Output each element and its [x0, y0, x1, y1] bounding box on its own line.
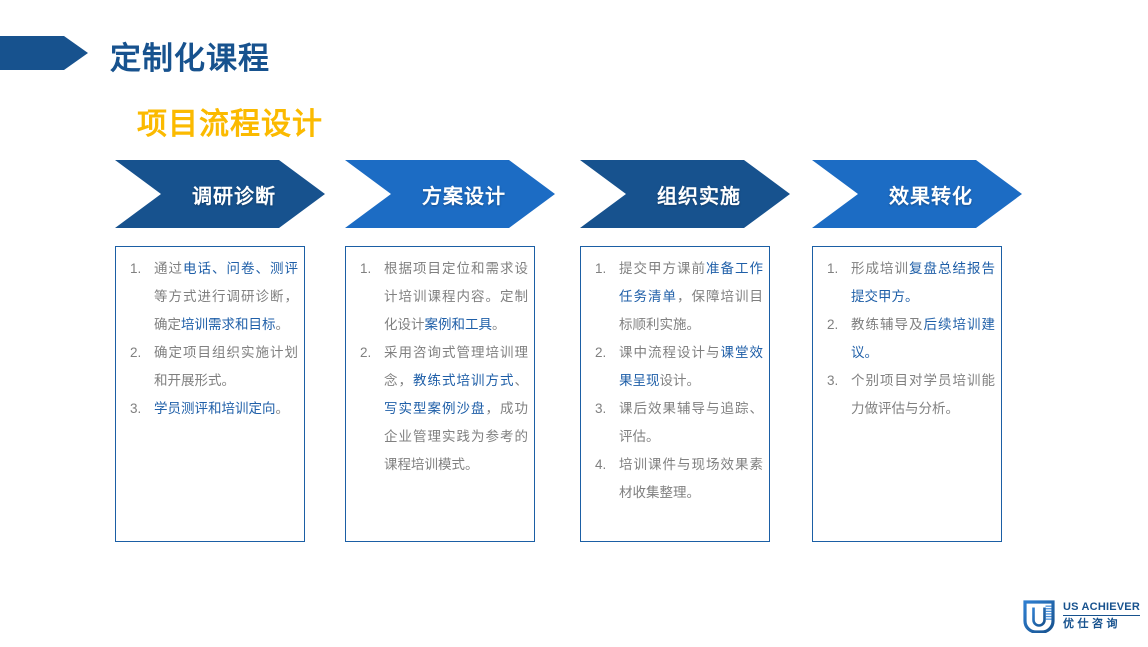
body-text: 。 [492, 317, 506, 332]
body-text: 、 [514, 373, 529, 388]
body-text: 培训课件与现场效果素材收集整理。 [619, 457, 763, 500]
list-item: 确定项目组织实施计划和开展形式。 [116, 339, 304, 395]
body-text: 课中流程设计与 [619, 345, 721, 360]
highlighted-text: 教练式培训方式 [413, 373, 515, 388]
body-text: 形成培训 [851, 261, 909, 276]
process-column-research-diagnosis: 调研诊断通过电话、问卷、测评等方式进行调研诊断，确定培训需求和目标。确定项目组织… [115, 160, 325, 542]
list-item: 根据项目定位和需求设计培训课程内容。定制化设计案例和工具。 [346, 255, 534, 339]
stage-chevron-label: 效果转化 [889, 185, 973, 208]
body-text: 。 [275, 317, 290, 332]
body-text: 根据项目定位和需求设计培训课程内容。定制化设计 [384, 261, 528, 332]
highlighted-text: 报告提交甲方。 [851, 261, 995, 304]
body-text: 课后效果辅导与追踪、评估。 [619, 401, 763, 444]
body-text: ，保障培训目标顺利实施。 [619, 289, 763, 332]
stage-item-list: 根据项目定位和需求设计培训课程内容。定制化设计案例和工具。采用咨询式管理培训理念… [346, 255, 534, 479]
list-item: 课中流程设计与课堂效果呈现设计。 [581, 339, 769, 395]
page-subtitle: 项目流程设计 [137, 108, 323, 141]
stage-chevron-solution-design[interactable]: 方案设计 [345, 160, 555, 228]
page-title: 定制化课程 [110, 41, 270, 76]
list-item: 提交甲方课前准备工作任务清单，保障培训目标顺利实施。 [581, 255, 769, 339]
list-item: 培训课件与现场效果素材收集整理。 [581, 451, 769, 507]
highlighted-text: 课堂效果呈现 [619, 345, 763, 388]
stage-chevron-research-diagnosis[interactable]: 调研诊断 [115, 160, 325, 228]
stage-item-list: 提交甲方课前准备工作任务清单，保障培训目标顺利实施。课中流程设计与课堂效果呈现设… [581, 255, 769, 507]
highlighted-text: 电话、问卷、测评 [183, 261, 298, 276]
process-column-solution-design: 方案设计根据项目定位和需求设计培训课程内容。定制化设计案例和工具。采用咨询式管理… [345, 160, 555, 542]
stage-detail-card-organization-implementation: 提交甲方课前准备工作任务清单，保障培训目标顺利实施。课中流程设计与课堂效果呈现设… [580, 246, 770, 542]
highlighted-text: 后续培训建议。 [851, 317, 995, 360]
logo-wordmark: US ACHIEVER 优仕咨询 [1063, 601, 1140, 632]
u-shield-icon [1023, 600, 1055, 633]
list-item: 教练辅导及后续培训建议。 [813, 311, 1001, 367]
highlighted-text: 准备工作任务清单 [619, 261, 763, 304]
stage-item-list: 形成培训复盘总结报告提交甲方。教练辅导及后续培训建议。个别项目对学员培训能力做评… [813, 255, 1001, 423]
body-text: 提交甲方课前 [619, 261, 706, 276]
stage-detail-card-research-diagnosis: 通过电话、问卷、测评等方式进行调研诊断，确定培训需求和目标。确定项目组织实施计划… [115, 246, 305, 542]
stage-chevron-label: 调研诊断 [192, 185, 276, 208]
header-arrow-decoration [0, 36, 88, 70]
body-text: 设计。 [659, 373, 701, 388]
body-text: 确定项目组织实施计划和开展形式。 [154, 345, 298, 388]
stage-detail-card-effect-conversion: 形成培训复盘总结报告提交甲方。教练辅导及后续培训建议。个别项目对学员培训能力做评… [812, 246, 1002, 542]
highlighted-text: 复盘总结 [909, 261, 967, 276]
list-item: 学员测评和培训定向。 [116, 395, 304, 423]
body-text: 。 [275, 401, 290, 416]
body-text: 个别项目对学员培训能力做评估与分析。 [851, 373, 995, 416]
company-logo: US ACHIEVER 优仕咨询 [1022, 596, 1140, 636]
stage-chevron-effect-conversion[interactable]: 效果转化 [812, 160, 1022, 228]
stage-chevron-organization-implementation[interactable]: 组织实施 [580, 160, 790, 228]
body-text: 采用咨询式管理培训理念， [384, 345, 528, 388]
stage-detail-card-solution-design: 根据项目定位和需求设计培训课程内容。定制化设计案例和工具。采用咨询式管理培训理念… [345, 246, 535, 542]
stage-chevron-label: 方案设计 [422, 185, 506, 208]
logo-english-name: US ACHIEVER [1063, 601, 1140, 616]
list-item: 采用咨询式管理培训理念，教练式培训方式、写实型案例沙盘，成功企业管理实践为参考的… [346, 339, 534, 479]
highlighted-text: 学员测评和培训定向 [154, 401, 276, 416]
stage-chevron-label: 组织实施 [657, 185, 741, 208]
list-item: 个别项目对学员培训能力做评估与分析。 [813, 367, 1001, 423]
body-text: 通过 [154, 261, 183, 276]
highlighted-text: 案例和工具 [424, 317, 493, 332]
list-item: 通过电话、问卷、测评等方式进行调研诊断，确定培训需求和目标。 [116, 255, 304, 339]
process-column-effect-conversion: 效果转化形成培训复盘总结报告提交甲方。教练辅导及后续培训建议。个别项目对学员培训… [812, 160, 1022, 542]
body-text: ，成功企业管理实践为参考的课程培训模式。 [384, 401, 528, 472]
body-text: 等方式进行调研诊断，确定 [154, 289, 298, 332]
process-column-organization-implementation: 组织实施提交甲方课前准备工作任务清单，保障培训目标顺利实施。课中流程设计与课堂效… [580, 160, 790, 542]
list-item: 形成培训复盘总结报告提交甲方。 [813, 255, 1001, 311]
list-item: 课后效果辅导与追踪、评估。 [581, 395, 769, 451]
highlighted-text: 培训需求和目标 [181, 317, 276, 332]
body-text: 教练辅导及 [851, 317, 924, 332]
logo-chinese-name: 优仕咨询 [1063, 617, 1121, 630]
stage-item-list: 通过电话、问卷、测评等方式进行调研诊断，确定培训需求和目标。确定项目组织实施计划… [116, 255, 304, 423]
highlighted-text: 写实型案例沙盘 [384, 401, 486, 416]
